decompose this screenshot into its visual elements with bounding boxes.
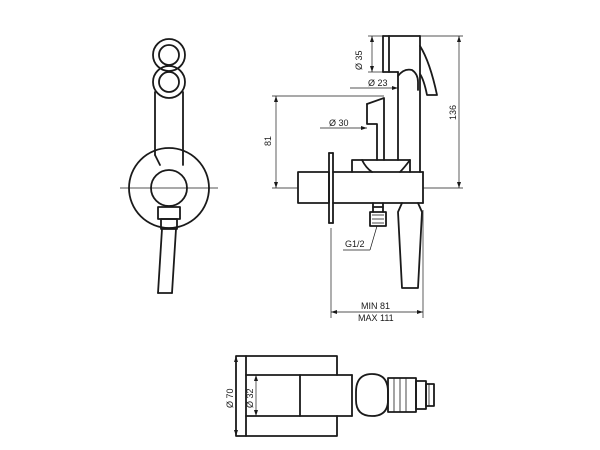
dim-min81: MIN 81 (361, 301, 390, 311)
top-view (235, 355, 435, 437)
dim-dia30: Ø 30 (329, 118, 349, 128)
dim-81: 81 (263, 136, 273, 146)
top-dimensions: Ø 70 Ø 32 (225, 356, 258, 436)
dim-dia70: Ø 70 (225, 388, 235, 408)
dim-136: 136 (448, 105, 458, 120)
side-view (297, 35, 438, 289)
dim-dia23: Ø 23 (368, 78, 388, 88)
front-view (120, 38, 218, 294)
dim-dia35: Ø 35 (354, 50, 364, 70)
side-dimensions: Ø 35 Ø 23 Ø 30 81 136 G1/2 MIN 81 (263, 35, 463, 323)
dim-max111: MAX 111 (358, 313, 394, 323)
dim-dia32: Ø 32 (245, 388, 255, 408)
dim-g12: G1/2 (345, 239, 365, 249)
